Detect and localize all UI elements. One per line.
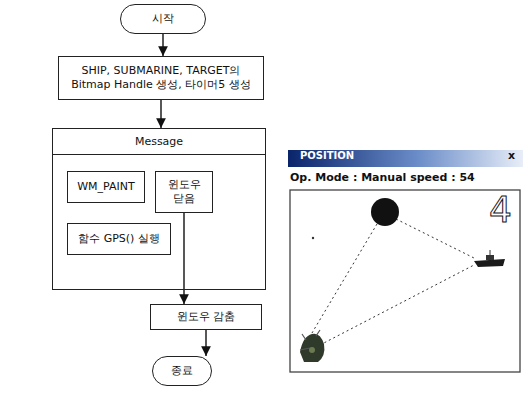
target-marker bbox=[371, 198, 399, 226]
process-box: SHIP, SUBMARINE, TARGET의 Bitmap Handle 생… bbox=[58, 56, 264, 100]
flow-arrow bbox=[205, 330, 206, 356]
process-box: WM_PAINT bbox=[67, 171, 145, 203]
title-bar bbox=[288, 150, 523, 167]
node-text: WM_PAINT bbox=[77, 180, 135, 194]
process-box: 윈도우 닫음 bbox=[155, 171, 213, 213]
process-box: 윈도우 감춤 bbox=[150, 304, 262, 330]
flow-arrow bbox=[183, 213, 184, 304]
node-text: SHIP, SUBMARINE, TARGET의 Bitmap Handle 생… bbox=[64, 64, 258, 92]
ship-icon bbox=[474, 250, 505, 267]
count-digit: 4 bbox=[489, 192, 512, 228]
status-text: Op. Mode : Manual speed : 54 bbox=[290, 172, 475, 183]
node-text: 함수 GPS() 실행 bbox=[78, 232, 160, 246]
dot bbox=[312, 237, 314, 239]
track-lines bbox=[309, 219, 476, 345]
node-text: 윈도우 감춤 bbox=[177, 310, 236, 324]
process-box: 함수 GPS() 실행 bbox=[67, 223, 171, 255]
submarine-icon bbox=[300, 330, 324, 362]
view-panel bbox=[290, 190, 520, 372]
flow-arrow bbox=[160, 100, 161, 128]
terminal-end: 종료 bbox=[152, 356, 212, 386]
window-title: POSITION bbox=[300, 151, 354, 161]
close-button: x bbox=[508, 150, 515, 161]
group-header: Message bbox=[53, 129, 265, 155]
node-text: 시작 bbox=[152, 12, 174, 26]
terminal-start: 시작 bbox=[120, 4, 206, 34]
message-group: MessageWM_PAINT 윈도우 닫음함수 GPS() 실행 bbox=[52, 128, 266, 290]
node-text: 종료 bbox=[171, 364, 193, 378]
flow-arrow bbox=[162, 34, 163, 56]
node-text: 윈도우 닫음 bbox=[161, 178, 207, 206]
node-text: Message bbox=[135, 135, 183, 149]
